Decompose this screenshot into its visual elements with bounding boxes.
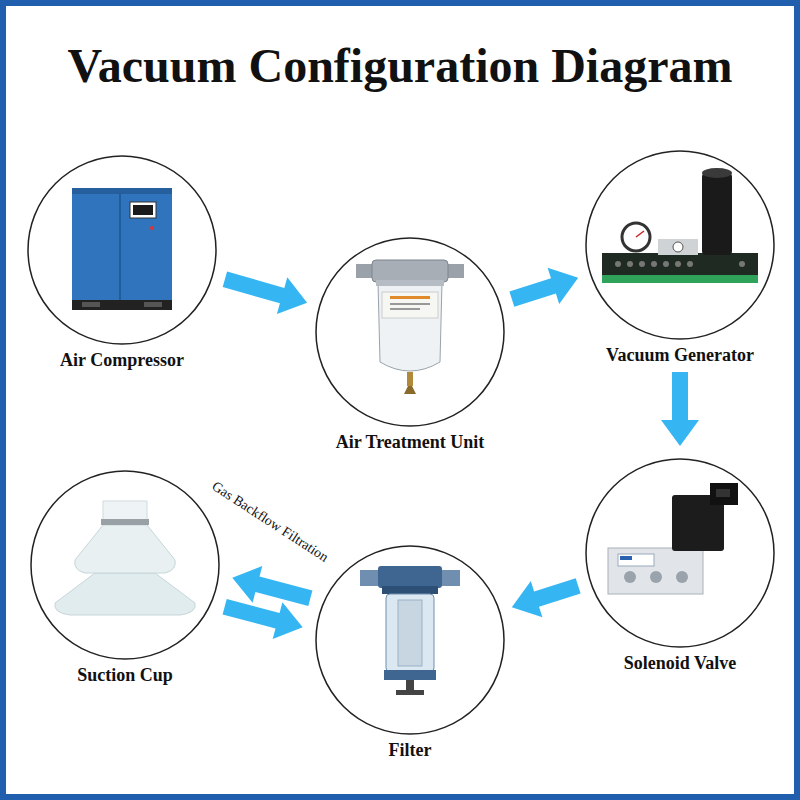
compressor-illustration — [72, 188, 172, 310]
component-label: Suction Cup — [77, 664, 173, 686]
component-label: Vacuum Generator — [606, 344, 754, 366]
flow-arrow — [661, 372, 699, 446]
circle-outline — [585, 150, 775, 340]
air-treatment-illustration — [356, 260, 464, 394]
diagram-title: Vacuum Configuration Diagram — [0, 38, 800, 93]
circle-outline — [586, 151, 774, 339]
component-circle: Air Compressor — [27, 155, 217, 345]
flow-arrow — [509, 268, 578, 307]
component-circle: Solenoid Valve — [585, 458, 775, 648]
component-label: Air Treatment Unit — [336, 431, 485, 453]
circle-outline — [586, 459, 774, 647]
component-circle: Vacuum Generator — [585, 150, 775, 340]
circle-outline — [31, 471, 219, 659]
label-group: Vacuum Generator — [606, 344, 754, 366]
component-label: Air Compressor — [60, 349, 184, 371]
circle-outline — [585, 458, 775, 648]
solenoid-valve-illustration — [608, 483, 738, 594]
circle-outline — [315, 237, 505, 427]
label-group: Air Compressor — [60, 349, 184, 371]
label-group: Air Treatment Unit — [336, 431, 485, 453]
flow-arrow — [232, 566, 312, 606]
component-circle: Filter — [315, 545, 505, 735]
circle-outline — [27, 155, 217, 345]
flow-arrow — [223, 272, 307, 314]
label-group: Solenoid Valve — [624, 652, 737, 674]
label-group: Filter — [389, 739, 432, 761]
circle-outline — [316, 546, 504, 734]
filter-illustration — [360, 566, 460, 695]
component-circle: Suction Cup — [30, 470, 220, 660]
component-circle: Air Treatment Unit — [315, 237, 505, 427]
circle-outline — [28, 156, 216, 344]
component-label: Filter — [389, 739, 432, 761]
component-label: Solenoid Valve — [624, 652, 737, 674]
circle-outline — [316, 238, 504, 426]
vacuum-generator-illustration — [602, 168, 758, 283]
suction-cup-illustration — [55, 501, 195, 615]
label-group: Suction Cup — [77, 664, 173, 686]
circle-outline — [315, 545, 505, 735]
circle-outline — [30, 470, 220, 660]
flow-arrow — [223, 599, 303, 639]
flow-arrow — [512, 578, 581, 617]
flow-label: Gas Backflow Filtration — [206, 476, 334, 568]
